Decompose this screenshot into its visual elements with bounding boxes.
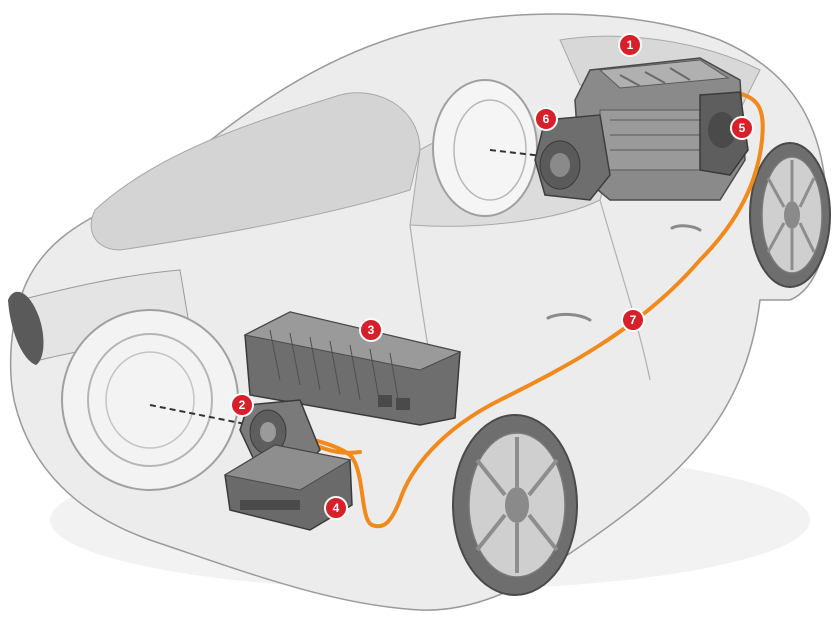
callout-6: 6 — [534, 107, 558, 131]
callout-6-badge — [534, 107, 558, 131]
rear-right-wheel — [452, 414, 578, 596]
front-left-wheel — [432, 79, 538, 217]
callout-2: 2 — [230, 393, 254, 417]
callout-3-number: 3 — [368, 323, 375, 337]
rear-left-wheel — [61, 309, 239, 491]
rear-axle-line — [149, 404, 251, 426]
tail-light — [8, 291, 44, 365]
callout-1-badge — [618, 33, 642, 57]
high-voltage-cable — [258, 90, 765, 529]
front-axle-line — [489, 149, 561, 159]
callout-7-badge — [621, 308, 645, 332]
callout-3-badge — [359, 318, 383, 342]
callout-5-badge — [730, 116, 754, 140]
door-handle-front — [670, 224, 702, 232]
callout-1-number: 1 — [627, 38, 634, 52]
battery-pack — [243, 311, 462, 426]
callout-5-number: 5 — [739, 121, 746, 135]
callout-3: 3 — [359, 318, 383, 342]
callout-7: 7 — [621, 308, 645, 332]
front-electric-machine — [534, 114, 611, 201]
callout-4-number: 4 — [333, 501, 340, 515]
callout-6-number: 6 — [543, 112, 550, 126]
callout-5: 5 — [730, 116, 754, 140]
door-handle-rear — [546, 312, 592, 322]
starter-generator — [699, 91, 749, 176]
front-right-wheel — [749, 142, 831, 288]
callout-4-badge — [324, 496, 348, 520]
callout-4: 4 — [324, 496, 348, 520]
door-line-front — [599, 199, 651, 381]
callout-7-number: 7 — [630, 313, 637, 327]
callout-2-badge — [230, 393, 254, 417]
power-electronics-unit — [223, 444, 353, 531]
callout-1: 1 — [618, 33, 642, 57]
callout-2-number: 2 — [239, 398, 246, 412]
